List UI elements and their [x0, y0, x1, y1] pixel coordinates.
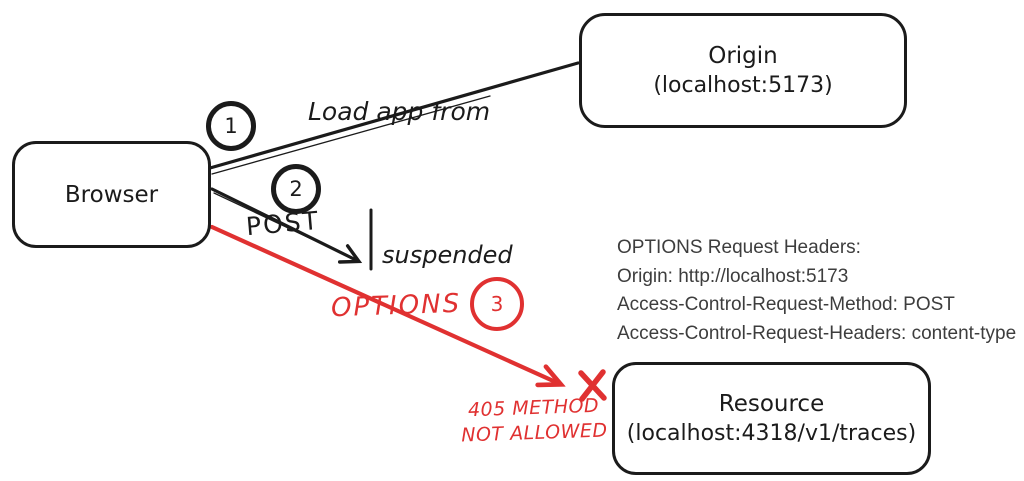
options-label: OPTIONS	[330, 288, 462, 324]
resource-subtitle: (localhost:4318/v1/traces)	[626, 420, 917, 446]
step-1-badge: 1	[206, 101, 256, 151]
step-2-badge: 2	[271, 164, 321, 214]
resource-title: Resource	[718, 390, 825, 417]
browser-node: Browser	[12, 141, 211, 248]
headers-note-line: Access-Control-Request-Headers: content-…	[617, 322, 1017, 344]
origin-subtitle: (localhost:5173)	[653, 72, 833, 98]
origin-node: Origin (localhost:5173)	[579, 13, 907, 128]
step-3-number: 3	[490, 292, 504, 316]
step-1-number: 1	[224, 114, 238, 138]
load-app-line	[208, 61, 580, 170]
step-3-badge: 3	[470, 277, 524, 331]
error-405-text: 405 METHOD NOT ALLOWED	[455, 393, 613, 448]
step-2-number: 2	[289, 177, 303, 201]
load-app-line-doublestroke	[211, 95, 491, 175]
origin-title: Origin	[708, 42, 778, 69]
post-arrow	[210, 187, 363, 264]
load-app-label: Load app from	[308, 97, 491, 126]
request-headers-note: OPTIONS Request Headers: Origin: http://…	[617, 234, 1016, 348]
browser-label: Browser	[64, 181, 159, 208]
headers-note-line: Access-Control-Request-Method: POST	[617, 294, 955, 315]
resource-node: Resource (localhost:4318/v1/traces)	[612, 362, 931, 475]
options-arrow	[209, 224, 560, 384]
headers-note-line: OPTIONS Request Headers:	[617, 237, 861, 258]
blocked-x-icon	[578, 369, 607, 402]
suspended-label: suspended	[382, 241, 513, 269]
headers-note-line: Origin: http://localhost:5173	[617, 265, 849, 287]
post-arrow-doublestroke	[213, 192, 319, 243]
